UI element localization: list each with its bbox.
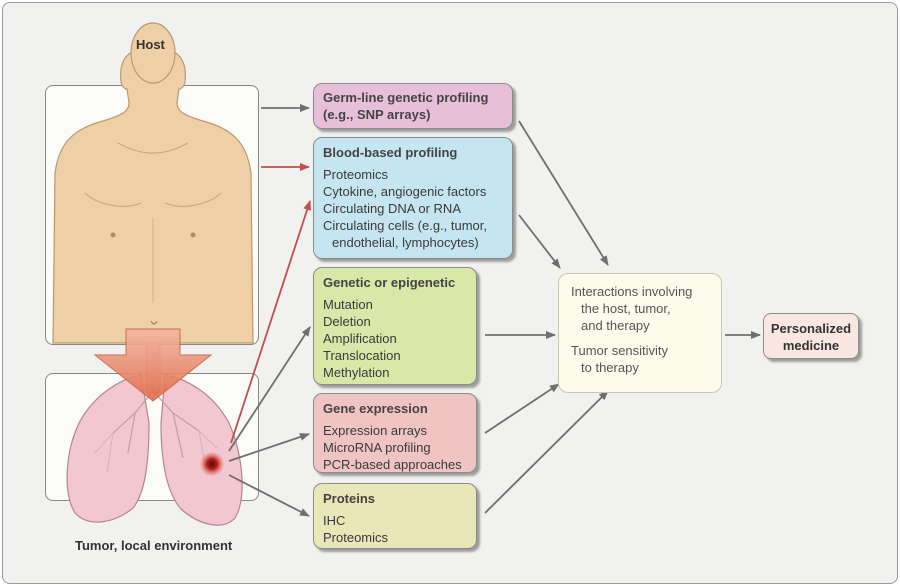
tumor-environment-label: Tumor, local environment bbox=[75, 538, 233, 553]
illustration-layer bbox=[52, 22, 761, 526]
expression-item: PCR-based approaches bbox=[323, 457, 462, 472]
blood-item: Proteomics bbox=[323, 167, 389, 182]
tumor-to-expression-arrow bbox=[228, 433, 310, 462]
expression-item: MicroRNA profiling bbox=[323, 440, 431, 455]
proteins-to-interactions-arrow bbox=[484, 390, 609, 514]
genetic-epigenetic-box: Genetic or epigenetic Mutation Deletion … bbox=[313, 267, 477, 385]
proteins-box: Proteins IHC Proteomics bbox=[313, 483, 477, 549]
germline-to-interactions-arrow bbox=[518, 120, 609, 266]
personalized-medicine-box: Personalized medicine bbox=[763, 313, 859, 359]
host-label: Host bbox=[136, 37, 165, 52]
interactions-text: Tumor sensitivity bbox=[571, 343, 669, 358]
genetic-item: Translocation bbox=[323, 348, 401, 363]
germline-profiling-box: Germ-line genetic profiling (e.g., SNP a… bbox=[313, 83, 513, 129]
tumor-icon bbox=[200, 452, 224, 476]
tumor-to-proteins-arrow bbox=[228, 474, 310, 517]
blood-title: Blood-based profiling bbox=[323, 145, 458, 160]
germline-title: Germ-line genetic profiling bbox=[323, 90, 489, 105]
outcome-text: medicine bbox=[782, 338, 840, 353]
expression-title: Gene expression bbox=[323, 401, 428, 416]
interactions-text: to therapy bbox=[581, 360, 639, 375]
genetic-title: Genetic or epigenetic bbox=[323, 275, 456, 290]
genetic-item: Deletion bbox=[323, 314, 371, 329]
blood-item: Circulating cells (e.g., tumor, bbox=[323, 218, 488, 233]
host-torso-illustration bbox=[52, 22, 254, 344]
proteins-item: Proteomics bbox=[323, 530, 389, 545]
tumor-to-blood-arrow bbox=[230, 200, 312, 444]
interactions-text: Interactions involving bbox=[571, 284, 693, 299]
blood-item: endothelial, lymphocytes) bbox=[332, 235, 479, 250]
host-to-tumor-arrow bbox=[93, 328, 213, 402]
genetic-item: Methylation bbox=[323, 365, 390, 380]
blood-item: Cytokine, angiogenic factors bbox=[323, 184, 487, 199]
gene-expression-box: Gene expression Expression arrays MicroR… bbox=[313, 393, 477, 473]
blood-to-interactions-arrow bbox=[518, 214, 561, 269]
interactions-text: the host, tumor, bbox=[581, 301, 671, 316]
interactions-box: Interactions involving the host, tumor, … bbox=[558, 273, 722, 393]
germline-item: (e.g., SNP arrays) bbox=[323, 107, 431, 122]
expression-item: Expression arrays bbox=[323, 423, 428, 438]
expression-to-interactions-arrow bbox=[484, 383, 560, 434]
proteins-title: Proteins bbox=[323, 491, 376, 506]
genetic-item: Mutation bbox=[323, 297, 373, 312]
tumor-to-genetic-arrow bbox=[228, 326, 311, 452]
blood-item: Circulating DNA or RNA bbox=[323, 201, 461, 216]
genetic-item: Amplification bbox=[323, 331, 397, 346]
blood-profiling-box: Blood-based profiling Proteomics Cytokin… bbox=[313, 137, 513, 259]
outcome-text: Personalized bbox=[770, 321, 852, 336]
proteins-item: IHC bbox=[323, 513, 346, 528]
interactions-text: and therapy bbox=[581, 318, 650, 333]
